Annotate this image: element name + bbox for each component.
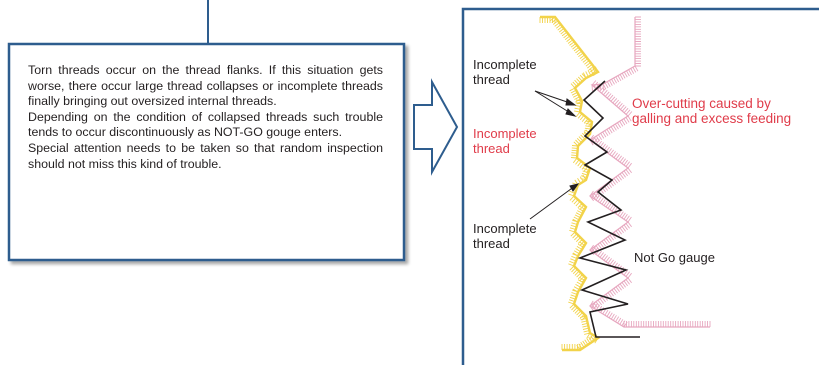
leader-arrowhead-bottom: [569, 183, 580, 192]
diagram-frame: [461, 7, 819, 365]
label-incomplete-thread-red: Incomplete thread: [473, 126, 537, 156]
explanation-paragraph-1: Torn threads occur on the thread flanks.…: [28, 63, 383, 109]
not-go-gauge-profile: [577, 80, 640, 338]
leader-line-bottom: [529, 185, 576, 220]
explanation-paragraph-2: Depending on the condition of collapsed …: [28, 109, 383, 140]
explanation-text: Torn threads occur on the thread flanks.…: [28, 63, 383, 172]
hollow-arrow: [413, 78, 459, 176]
explanation-paragraph-3: Special attention needs to be taken so t…: [28, 140, 383, 171]
incomplete-thread-profile: [539, 15, 601, 352]
leader-arrowhead-top-2: [565, 108, 577, 117]
callout-box: [7, 42, 406, 262]
label-incomplete-thread-bottom: Incomplete thread: [473, 221, 537, 251]
internal-thread-profile: [588, 16, 711, 328]
label-not-go-gauge: Not Go gauge: [634, 250, 715, 265]
label-incomplete-thread-top: Incomplete thread: [473, 57, 537, 87]
leader-line-top-2: [534, 90, 573, 115]
leader-arrowhead-top-1: [565, 98, 577, 106]
label-over-cutting: Over-cutting caused by galling and exces…: [632, 96, 792, 126]
